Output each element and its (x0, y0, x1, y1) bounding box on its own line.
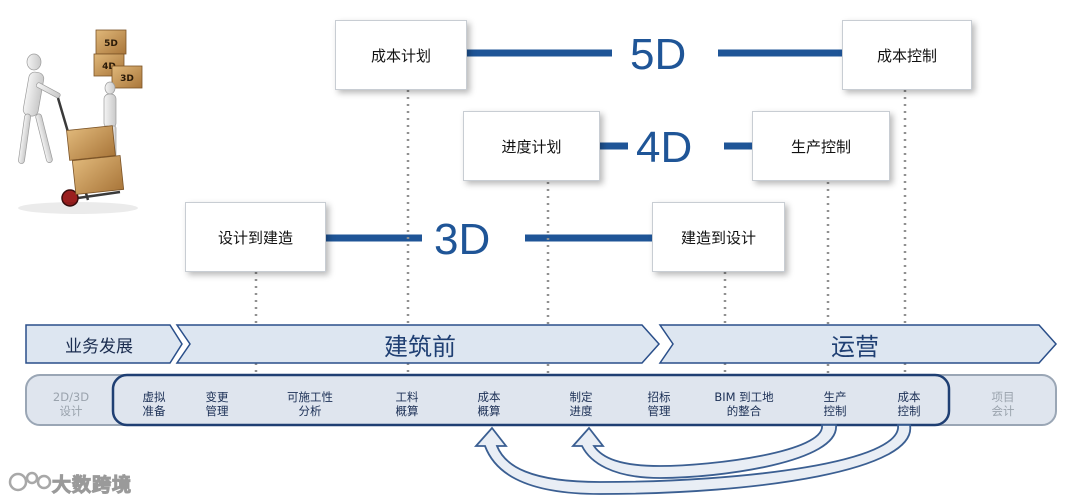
schedule-plan-box: 进度计划 (463, 111, 600, 181)
cost-control-box: 成本控制 (842, 20, 972, 90)
figures-moving-boxes-illustration: 5D 4D 3D (18, 29, 143, 214)
phase-label-pre-construction: 建筑前 (384, 332, 456, 361)
step-track-highlight (111, 373, 951, 427)
step-cost-estimate: 成本 概算 (477, 390, 501, 418)
production-control-box: 生产控制 (752, 111, 890, 181)
level-label-3d: 3D (434, 215, 491, 264)
box-label-5d: 5D (104, 39, 118, 49)
front-figure (18, 53, 61, 164)
step-2d-3d-design: 2D/3D 设计 (52, 390, 90, 418)
watermark-logo-icon (8, 471, 52, 492)
hand-truck (56, 97, 125, 207)
box-stack: 5D 4D 3D (93, 29, 143, 89)
step-production-control: 生产 控制 (823, 390, 847, 418)
phase-arrow-operations (658, 324, 1058, 364)
phase-label-operations: 运营 (831, 332, 879, 361)
level-label-5d: 5D (630, 30, 687, 79)
level-label-4d: 4D (636, 123, 693, 172)
feedback-loop-arrows (473, 424, 911, 495)
step-virtual-prep: 虚拟 准备 (142, 390, 166, 418)
box-label-4d: 4D (102, 62, 116, 72)
build-to-design-box: 建造到设计 (652, 202, 785, 272)
design-to-build-box: 设计到建造 (185, 202, 326, 272)
phase-label-business: 业务发展 (65, 336, 133, 357)
step-cost-control: 成本 控制 (897, 390, 921, 418)
loop-arrow-production-to-schedule (570, 424, 837, 479)
watermark-text: 大数跨境 (51, 474, 133, 497)
phase-arrow-pre-construction (175, 324, 661, 364)
step-project-accounting: 项目 会计 (991, 390, 1015, 418)
step-bim-site-integration: BIM 到工地 的整合 (714, 390, 774, 418)
step-bid-management: 招标 管理 (647, 390, 671, 418)
cost-plan-box: 成本计划 (335, 20, 467, 90)
loop-arrow-cost-control-to-estimate (473, 424, 911, 495)
step-quantity-estimate: 工料 概算 (395, 390, 419, 418)
step-make-schedule: 制定 进度 (569, 390, 593, 418)
phase-arrow-business (25, 324, 183, 364)
box-label-3d: 3D (120, 74, 134, 84)
step-change-management: 变更 管理 (205, 390, 229, 418)
step-constructability-analysis: 可施工性 分析 (287, 390, 333, 418)
